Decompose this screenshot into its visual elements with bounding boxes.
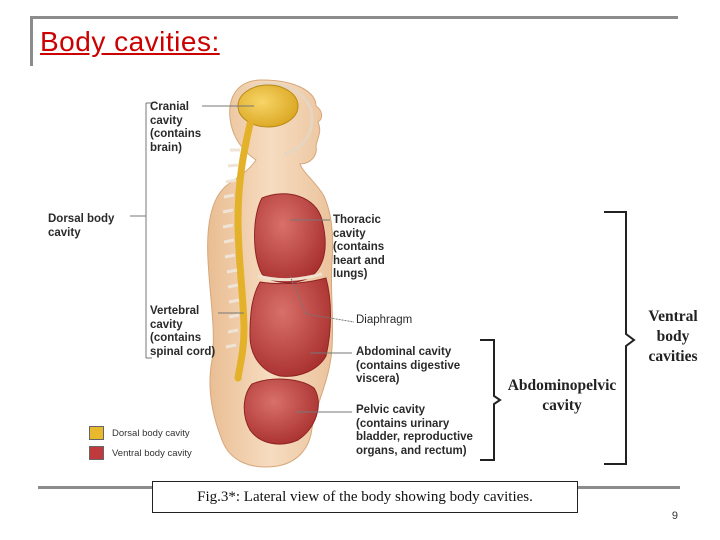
legend-swatch-dorsal xyxy=(89,426,104,440)
top-border xyxy=(30,16,678,19)
legend-item-ventral: Ventral body cavity xyxy=(89,444,192,462)
legend: Dorsal body cavity Ventral body cavity xyxy=(89,424,192,462)
spinal-cord xyxy=(234,120,254,382)
pelvic-cavity xyxy=(243,378,319,445)
abdominal-cavity xyxy=(249,277,331,377)
thoracic-cavity xyxy=(254,193,326,283)
label-diaphragm: Diaphragm xyxy=(356,314,413,326)
figure-caption: Fig.3*: Lateral view of the body showing… xyxy=(152,481,578,513)
label-abdominal-cavity: Abdominal cavity(contains digestive visc… xyxy=(356,346,461,385)
left-border xyxy=(30,16,33,66)
legend-item-dorsal: Dorsal body cavity xyxy=(89,424,192,442)
slide-title: Body cavities: xyxy=(40,26,220,57)
legend-label-ventral: Ventral body cavity xyxy=(112,447,192,459)
ventral-bracket xyxy=(604,211,636,465)
diaphragm-line xyxy=(257,272,323,282)
legend-swatch-ventral xyxy=(89,446,104,460)
legend-label-dorsal: Dorsal body cavity xyxy=(112,427,190,439)
abdominopelvic-bracket xyxy=(480,339,502,461)
page-number: 9 xyxy=(671,510,678,522)
label-pelvic-cavity: Pelvic cavity(contains urinary bladder, … xyxy=(356,404,473,457)
